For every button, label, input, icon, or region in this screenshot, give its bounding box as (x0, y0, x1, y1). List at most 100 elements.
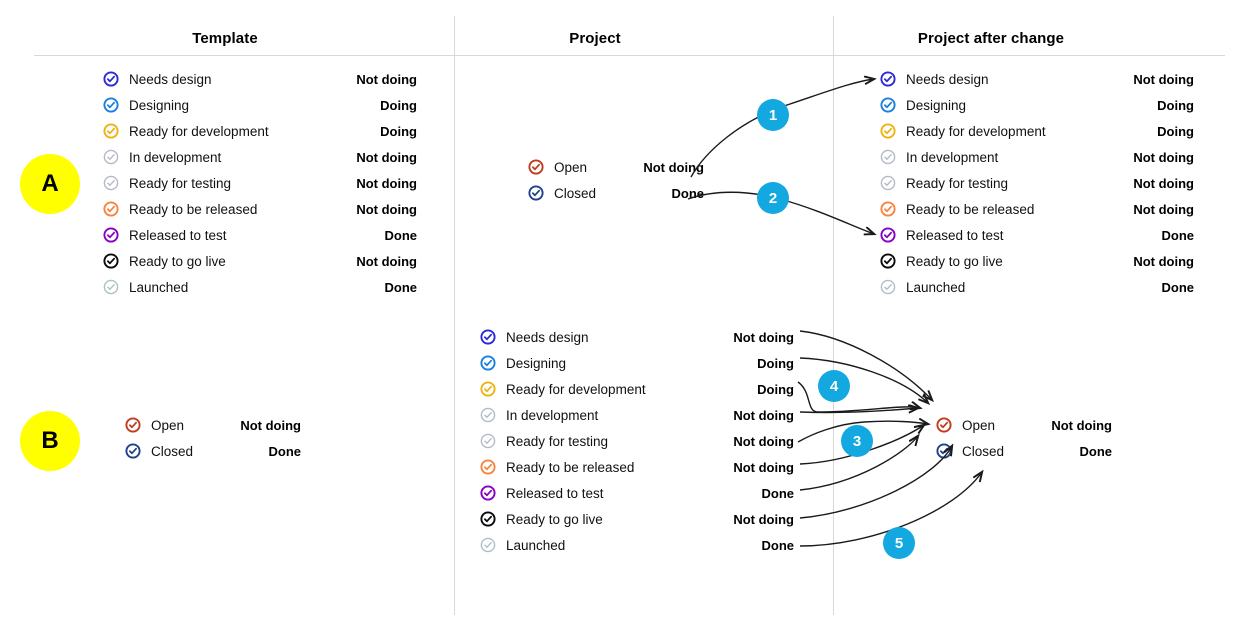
check-circle-icon (936, 443, 952, 459)
status-label: In development (506, 407, 599, 423)
status-category-value: Not doing (733, 511, 794, 527)
status-label: Needs design (506, 329, 589, 345)
check-circle-icon (103, 253, 119, 269)
status-label: Open (962, 417, 996, 433)
status-category-value: Not doing (1051, 417, 1112, 433)
status-label: Closed (554, 185, 597, 201)
arrow-b-in-development (799, 408, 918, 413)
check-circle-icon (480, 511, 496, 527)
check-circle-icon (880, 279, 896, 295)
status-category-value: Not doing (1133, 149, 1194, 165)
step-badge-5: 5 (883, 527, 915, 559)
step-badge-3: 3 (841, 425, 873, 457)
status-label: Ready to go live (506, 511, 603, 527)
status-label: In development (129, 149, 222, 165)
status-category-value: Doing (380, 123, 417, 139)
step-badge-2: 2 (757, 182, 789, 214)
status-label: Ready for testing (506, 433, 609, 449)
check-circle-icon (125, 443, 141, 459)
check-circle-icon (480, 485, 496, 501)
check-circle-icon (880, 201, 896, 217)
arrow-b-ready-go-live (799, 446, 952, 519)
status-row: Ready for testing Not doing (480, 428, 794, 454)
status-category-value: Done (761, 485, 795, 501)
status-row: Released to test Done (880, 222, 1194, 248)
status-label: Needs design (129, 71, 212, 87)
status-category-value: Not doing (733, 433, 794, 449)
status-category-value: Done (1161, 227, 1195, 243)
column-header-after-change: Project after change (917, 30, 1065, 47)
status-category-value: Done (384, 227, 418, 243)
check-circle-icon (880, 123, 896, 139)
arrow-1-path (690, 79, 874, 178)
status-label: Ready to go live (906, 253, 1003, 269)
status-category-value: Done (761, 537, 795, 553)
status-category-value: Not doing (1133, 201, 1194, 217)
status-category-value: Doing (757, 381, 794, 397)
status-row: Designing Doing (880, 92, 1194, 118)
status-label: Designing (129, 97, 190, 113)
check-circle-icon (480, 381, 496, 397)
arrow-b-ready-dev (797, 381, 920, 413)
check-circle-icon (480, 459, 496, 475)
step-badge-4: 4 (818, 370, 850, 402)
status-category-value: Not doing (1133, 71, 1194, 87)
check-circle-icon (103, 175, 119, 191)
status-label: Ready to go live (129, 253, 226, 269)
column-header-template: Template (192, 30, 258, 47)
status-category-value: Done (384, 279, 418, 295)
status-label: Designing (906, 97, 967, 113)
status-row: Open Not doing (936, 412, 1112, 438)
status-row: Needs design Not doing (880, 66, 1194, 92)
check-circle-icon (480, 329, 496, 345)
status-category-value: Not doing (356, 253, 417, 269)
status-category-value: Doing (1157, 97, 1194, 113)
status-label: Ready for development (906, 123, 1046, 139)
check-circle-icon (528, 159, 544, 175)
status-category-value: Not doing (240, 417, 301, 433)
status-label: Closed (962, 443, 1005, 459)
status-label: Released to test (129, 227, 227, 243)
status-category-value: Doing (380, 97, 417, 113)
status-label: Ready to be released (129, 201, 258, 217)
check-circle-icon (880, 253, 896, 269)
check-circle-icon (480, 407, 496, 423)
status-label: Released to test (906, 227, 1004, 243)
check-circle-icon (880, 227, 896, 243)
check-circle-icon (880, 149, 896, 165)
status-label: Launched (506, 537, 566, 553)
status-category-value: Done (1079, 443, 1113, 459)
status-row: Designing Doing (103, 92, 417, 118)
section-badge-a: A (20, 154, 80, 214)
status-row: Ready to go live Not doing (480, 506, 794, 532)
check-circle-icon (103, 279, 119, 295)
check-circle-icon (103, 149, 119, 165)
status-label: Designing (506, 355, 567, 371)
status-category-value: Not doing (1133, 175, 1194, 191)
check-circle-icon (480, 537, 496, 553)
status-category-value: Done (671, 185, 705, 201)
check-circle-icon (103, 201, 119, 217)
column-divider-project-after (833, 16, 834, 615)
check-circle-icon (936, 417, 952, 433)
status-label: Needs design (906, 71, 989, 87)
status-row: Launched Done (480, 532, 794, 558)
check-circle-icon (880, 175, 896, 191)
status-category-value: Not doing (356, 71, 417, 87)
status-label: Open (554, 159, 588, 175)
status-row: Released to test Done (103, 222, 417, 248)
status-label: Ready for testing (906, 175, 1009, 191)
check-circle-icon (103, 227, 119, 243)
